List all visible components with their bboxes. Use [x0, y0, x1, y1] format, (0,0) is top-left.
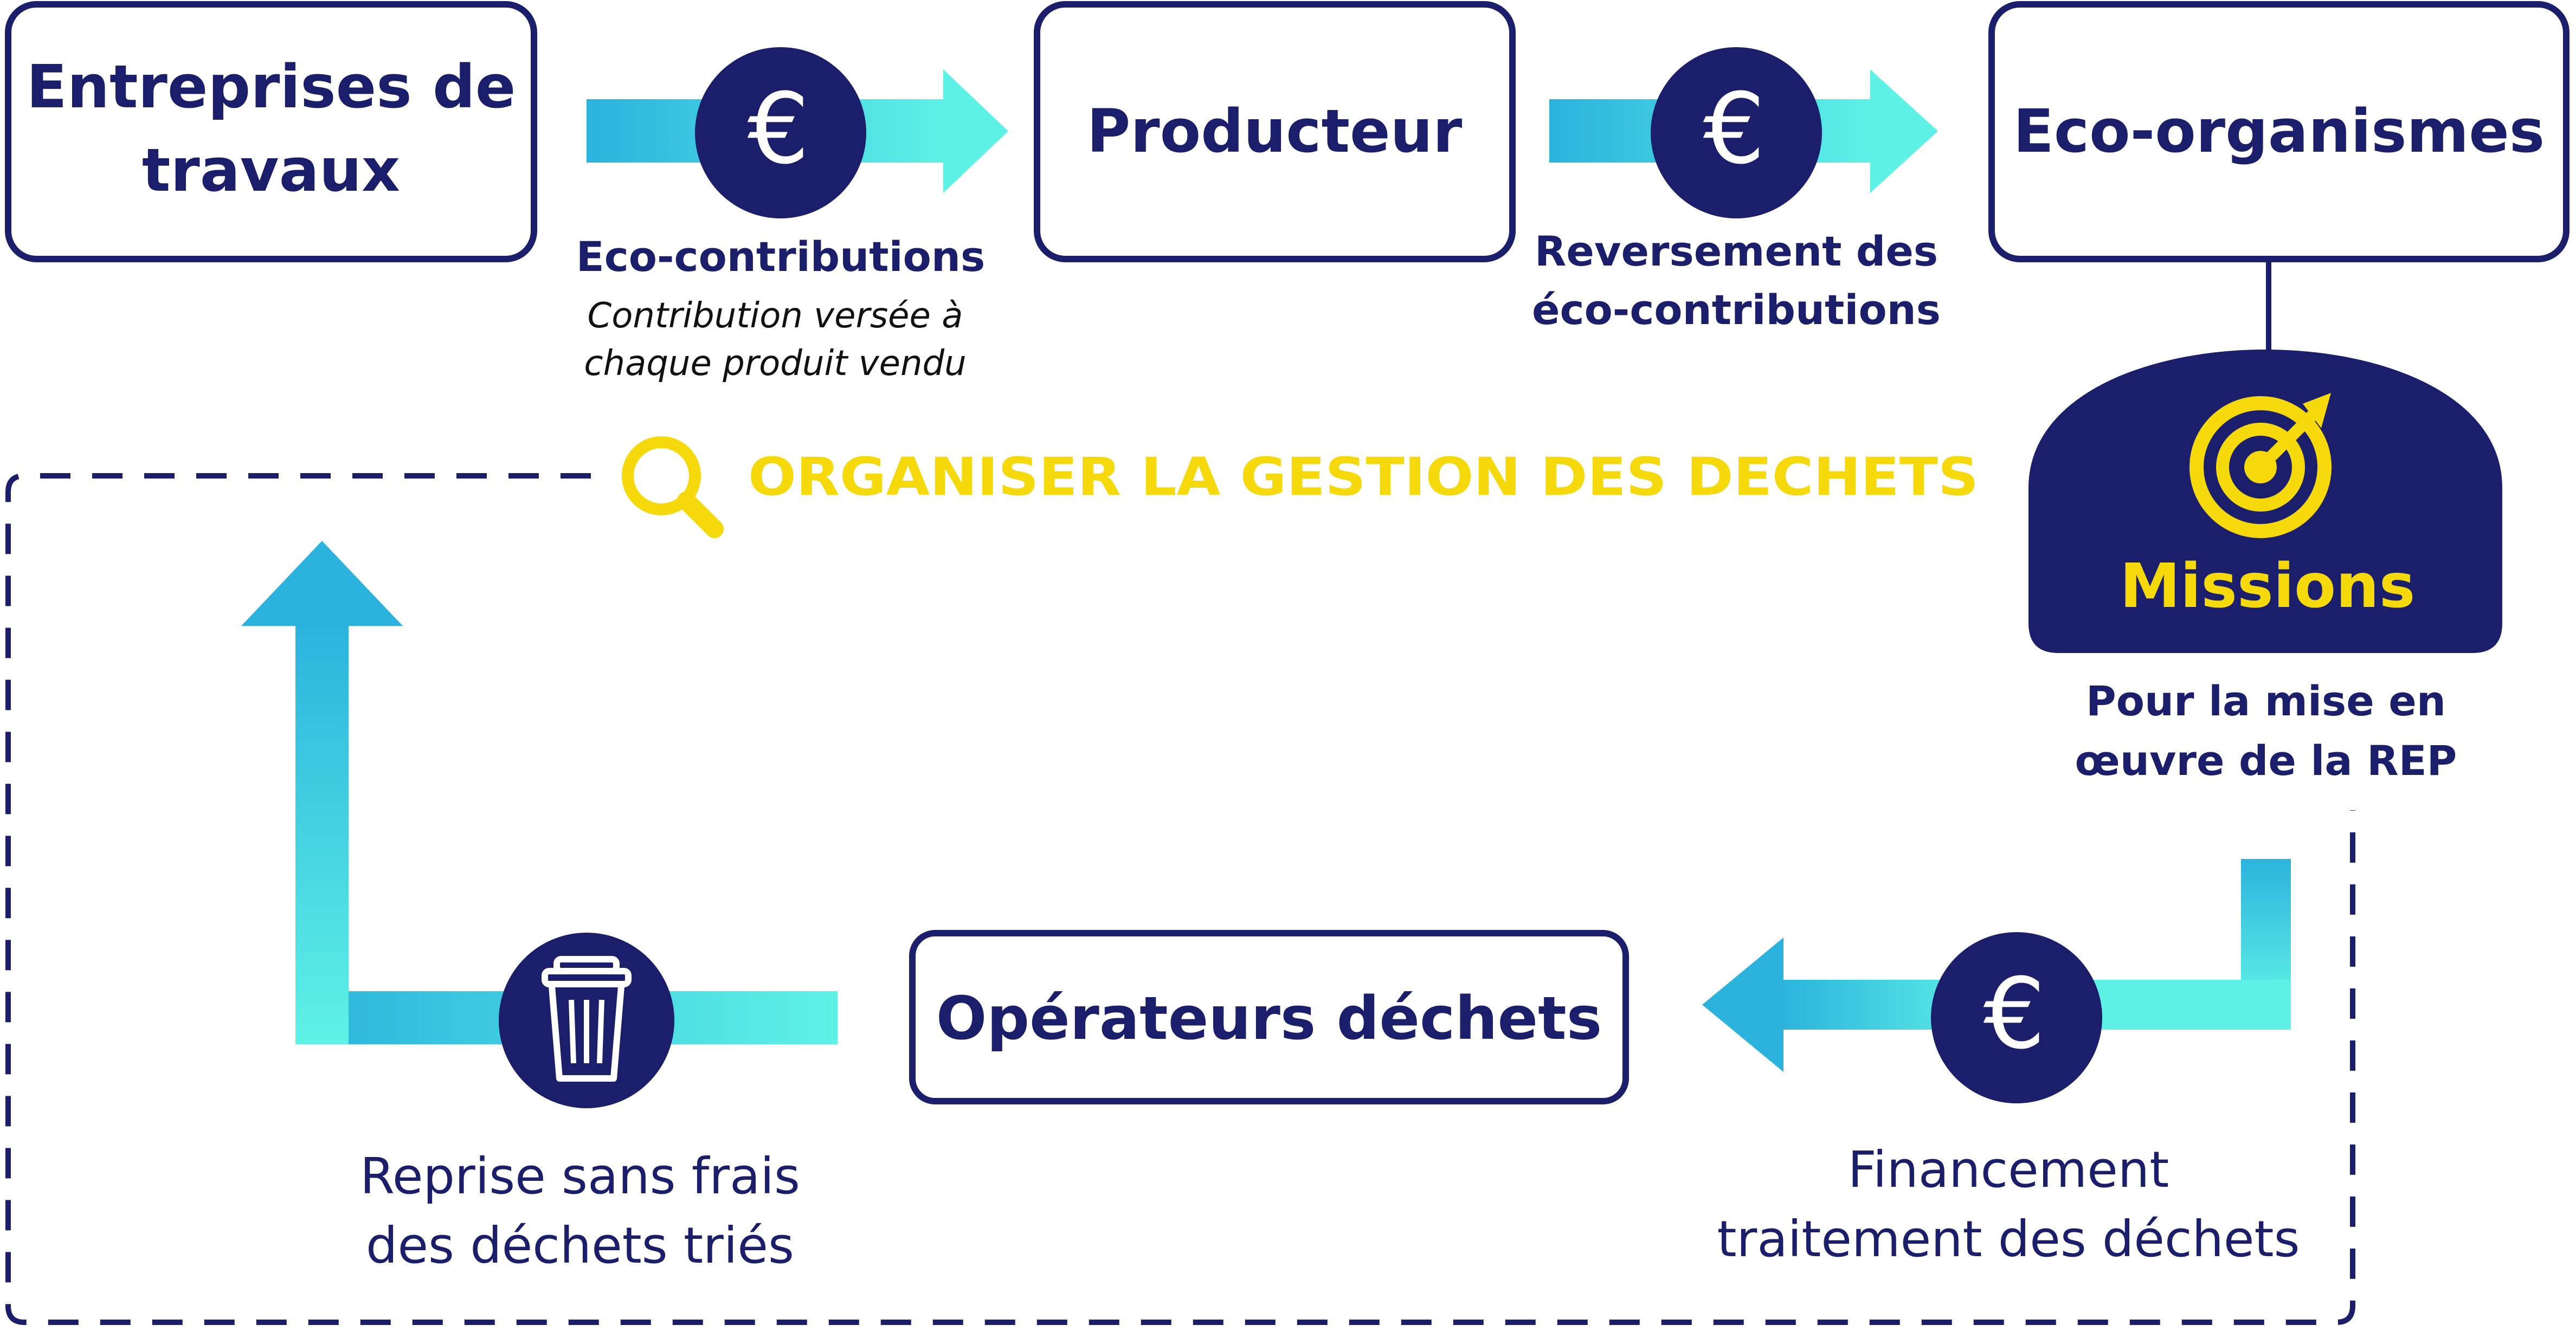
reversement-line2: éco-contributions — [1532, 286, 1941, 334]
eco-organismes-label: Eco-organismes — [2013, 96, 2545, 166]
banner-label: ORGANISER LA GESTION DES DECHETS — [748, 447, 1979, 507]
euro-icon: € — [695, 47, 866, 218]
node-eco-organismes: Eco-organismes — [1988, 1, 2569, 262]
financement-line1: Financement — [1848, 1141, 2169, 1199]
missions-label: Missions — [2120, 551, 2416, 622]
eco-contributions-subtitle-1: Contribution versée à — [588, 296, 963, 336]
node-operateurs: Opérateurs déchets — [909, 930, 1629, 1104]
euro-symbol: € — [1703, 73, 1766, 186]
entreprises-line1: Entreprises de — [27, 52, 516, 121]
eco-contributions-title: Eco-contributions — [576, 232, 985, 281]
reversement-line1: Reversement des — [1535, 227, 1938, 275]
eco-contributions-subtitle-2: chaque produit vendu — [584, 344, 966, 384]
operateurs-label: Opérateurs déchets — [936, 984, 1602, 1053]
reprise-line1: Reprise sans frais — [360, 1147, 800, 1205]
missions-caption-line1: Pour la mise en — [2086, 677, 2446, 725]
node-missions: Missions — [2028, 350, 2502, 653]
euro-icon: € — [1931, 932, 2102, 1103]
search-icon — [622, 436, 724, 538]
euro-symbol: € — [1983, 958, 2046, 1071]
reprise-line2: des déchets triés — [366, 1217, 794, 1275]
entreprises-line2: travaux — [142, 135, 400, 205]
target-icon — [2189, 393, 2332, 538]
node-entreprises: Entreprises de travaux — [5, 1, 537, 262]
financement-line2: traitement des déchets — [1717, 1210, 2300, 1268]
missions-caption-line2: œuvre de la REP — [2075, 736, 2457, 785]
producteur-label: Producteur — [1087, 96, 1462, 166]
euro-symbol: € — [748, 73, 810, 186]
euro-icon: € — [1651, 47, 1822, 218]
dashed-boundary — [5, 473, 2355, 1325]
trash-icon — [499, 933, 674, 1108]
node-producteur: Producteur — [1034, 1, 1516, 262]
